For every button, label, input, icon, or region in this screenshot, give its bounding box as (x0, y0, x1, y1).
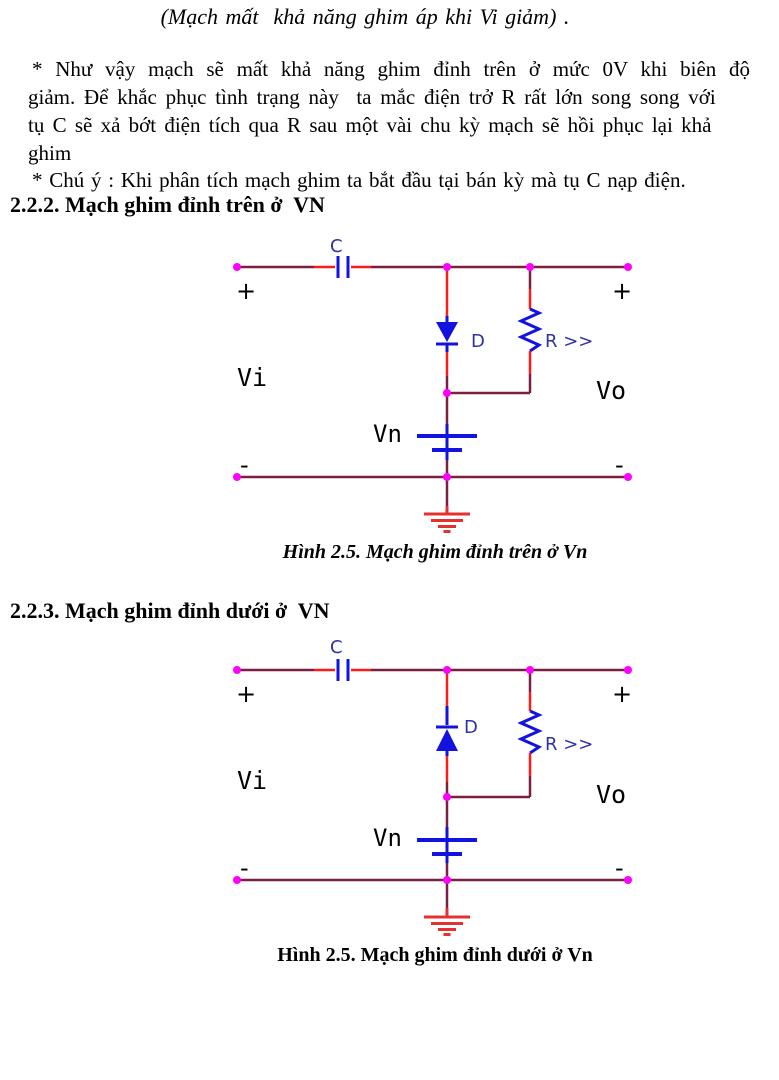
figure-clamp-top-circuit: C D R >> Vi Vo Vn + + - - (233, 236, 632, 533)
circuit-nodes (233, 666, 632, 884)
paragraph-line: giảm. Để khắc phục tình trạng này ta mắc… (28, 85, 716, 109)
capacitor-label: C (330, 637, 343, 658)
plus-sign-right: + (612, 277, 632, 305)
minus-sign-right: - (615, 854, 624, 882)
figure-caption-2: Hình 2.5. Mạch ghim đỉnh dưới ở Vn (277, 944, 593, 966)
figure-caption-1: Hình 2.5. Mạch ghim đỉnh trên ở Vn (282, 541, 588, 563)
figure-clamp-bottom-circuit: C D R >> Vi Vo Vn + + - - (233, 637, 632, 936)
diode-label: D (464, 717, 478, 738)
minus-sign-left: - (240, 451, 249, 479)
paragraph-line: tụ C sẽ xả bớt điện tích qua R sau một v… (28, 113, 712, 137)
capacitor-label: C (330, 236, 343, 257)
input-voltage-label: Vi (237, 766, 267, 795)
note-line: * Chú ý : Khi phân tích mạch ghim ta bắt… (32, 168, 686, 192)
section-heading-222: 2.2.2. Mạch ghim đỉnh trên ở VN (10, 192, 325, 217)
circuit-labels: C D R >> Vi Vo Vn + + - - (236, 236, 632, 479)
diode-down-icon (436, 322, 458, 342)
output-voltage-label: Vo (596, 780, 626, 809)
plus-sign-right: + (612, 680, 632, 708)
plus-sign-left: + (236, 277, 256, 305)
paragraph-line: ghim (28, 141, 72, 165)
resistor-label: R >> (545, 734, 593, 755)
plus-sign-left: + (236, 680, 256, 708)
diode-label: D (471, 331, 485, 352)
circuit-nodes (233, 263, 632, 481)
resistor-label: R >> (545, 331, 593, 352)
subtitle-italic: (Mạch mất khả năng ghim áp khi Vi giảm) … (160, 4, 570, 29)
resistor-icon (517, 709, 543, 755)
paragraph-line: * Như vậy mạch sẽ mất khả năng ghim đỉnh… (32, 57, 751, 81)
battery-voltage-label: Vn (373, 420, 402, 448)
circuit-labels: C D R >> Vi Vo Vn + + - - (236, 637, 632, 882)
section-heading-223: 2.2.3. Mạch ghim đỉnh dưới ở VN (10, 598, 330, 623)
output-voltage-label: Vo (596, 376, 626, 405)
battery-voltage-label: Vn (373, 824, 402, 852)
resistor-icon (517, 307, 543, 353)
circuit-wires (237, 659, 628, 936)
minus-sign-right: - (615, 451, 624, 479)
minus-sign-left: - (240, 854, 249, 882)
diode-up-icon (436, 729, 458, 751)
circuit-wires (237, 256, 628, 533)
input-voltage-label: Vi (237, 363, 267, 392)
